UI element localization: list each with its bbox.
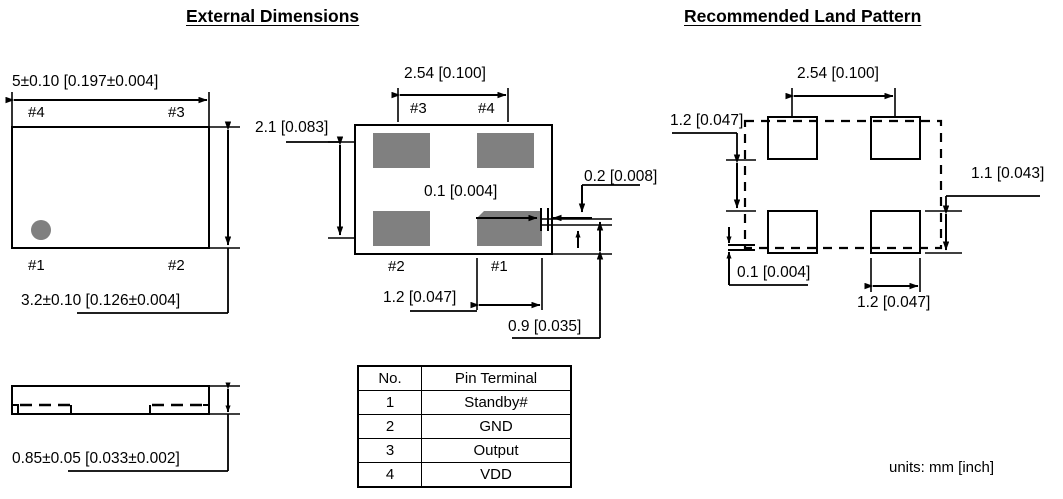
table-cell-terminal: Output [421, 438, 572, 463]
land-pad-tr [870, 116, 921, 160]
side-view-body [11, 385, 210, 415]
pin-label-bottom-view-2: #2 [388, 258, 405, 275]
dim-bottom-view-pad-span: 2.1 [0.083] [255, 119, 329, 136]
table-row: 2 GND [357, 414, 572, 439]
pin-label-top-view-3: #3 [168, 104, 185, 121]
dim-side-view-thickness: 0.85±0.05 [0.033±0.002] [12, 450, 180, 467]
pin-label-bottom-view-3: #3 [410, 100, 427, 117]
land-pad-tl [767, 116, 818, 160]
land-pad-bl [767, 210, 818, 254]
pin-label-bottom-view-4: #4 [478, 100, 495, 117]
pad-4 [477, 133, 534, 168]
pin-label-bottom-view-1: #1 [491, 258, 508, 275]
units-note: units: mm [inch] [889, 459, 995, 476]
table-header-pin-terminal: Pin Terminal [421, 365, 572, 391]
table-cell-no: 4 [357, 462, 422, 488]
dim-top-view-width: 5±0.10 [0.197±0.004] [12, 73, 159, 90]
dim-land-pad-height: 1.1 [0.043] [971, 165, 1045, 182]
land-pattern-outline [743, 119, 943, 250]
page-title-external-dimensions: External Dimensions [186, 6, 360, 26]
bottom-view-body [354, 124, 553, 255]
pad-2 [373, 211, 430, 246]
dim-bottom-view-gap: 0.1 [0.004] [424, 183, 498, 200]
dim-bottom-view-pad-width: 1.2 [0.047] [383, 289, 457, 306]
pad-1 [477, 211, 542, 246]
table-header-row: No. Pin Terminal [357, 365, 572, 391]
table-cell-terminal: Standby# [421, 390, 572, 415]
pad-3 [373, 133, 430, 168]
table-row: 3 Output [357, 438, 572, 463]
table-cell-no: 3 [357, 438, 422, 463]
dim-land-vertical-gap: 1.2 [0.047] [670, 112, 744, 129]
dim-bottom-view-pitch: 2.54 [0.100] [404, 65, 486, 82]
table-row: 4 VDD [357, 462, 572, 488]
table-cell-no: 1 [357, 390, 422, 415]
page-title-land-pattern: Recommended Land Pattern [684, 6, 922, 26]
pin1-dot-marker [31, 220, 51, 240]
top-view-body [11, 126, 210, 249]
dim-bottom-view-pin1-offset: 0.9 [0.035] [508, 318, 582, 335]
table-header-no: No. [357, 365, 422, 391]
dim-land-pad-width: 1.2 [0.047] [857, 294, 931, 311]
pin-terminal-table: No. Pin Terminal 1 Standby# 2 GND 3 Outp… [357, 365, 572, 488]
table-row: 1 Standby# [357, 390, 572, 415]
dim-land-pad-gap: 0.1 [0.004] [737, 264, 811, 281]
table-cell-no: 2 [357, 414, 422, 439]
table-cell-terminal: VDD [421, 462, 572, 488]
pin-label-top-view-2: #2 [168, 257, 185, 274]
dim-bottom-view-chamfer: 0.2 [0.008] [584, 168, 658, 185]
land-pad-br [870, 210, 921, 254]
pin-label-top-view-1: #1 [28, 257, 45, 274]
dim-top-view-height: 3.2±0.10 [0.126±0.004] [21, 292, 181, 309]
table-cell-terminal: GND [421, 414, 572, 439]
dim-land-pitch: 2.54 [0.100] [797, 65, 879, 82]
pin-label-top-view-4: #4 [28, 104, 45, 121]
